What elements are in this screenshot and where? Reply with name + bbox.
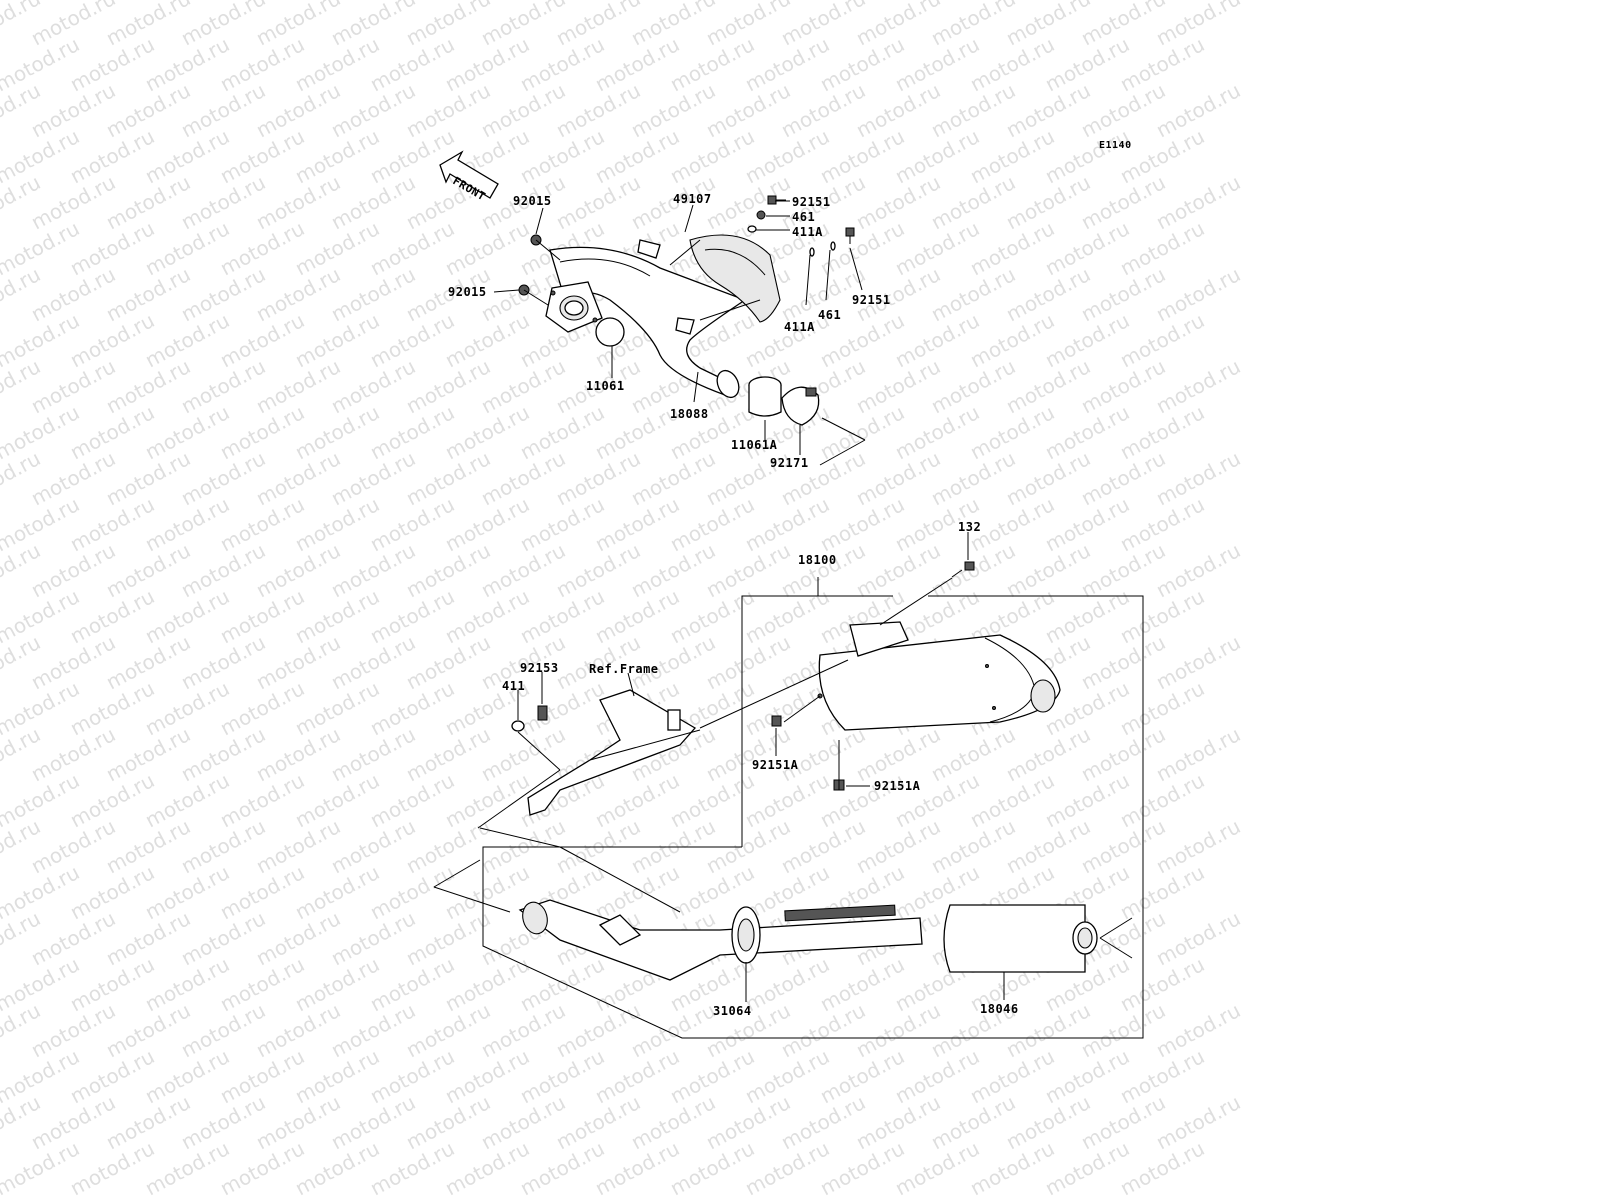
upper-leader-lines [493, 200, 866, 466]
label-ref-frame: Ref.Frame [589, 662, 659, 676]
diagram-code: E1140 [1099, 140, 1132, 151]
label-461-top: 461 [792, 210, 815, 224]
label-18088: 18088 [670, 407, 709, 421]
label-411: 411 [502, 679, 525, 693]
header-pipe-18088 [545, 239, 747, 399]
label-92015-lower: 92015 [448, 285, 487, 299]
label-92151A-lower: 92151A [874, 779, 921, 793]
label-18046: 18046 [980, 1002, 1019, 1016]
tail-pipe [518, 899, 923, 981]
label-49107: 49107 [673, 192, 712, 206]
heat-guard-49107 [689, 234, 781, 323]
bolt-92151-top [767, 195, 786, 205]
washer-411A-right [809, 247, 815, 257]
muffler-body [817, 621, 1061, 731]
label-92151-right: 92151 [852, 293, 891, 307]
label-92153: 92153 [520, 661, 559, 675]
label-92151A-left: 92151A [752, 758, 799, 772]
label-11061A: 11061A [731, 438, 778, 452]
gasket-31064 [731, 906, 761, 964]
label-411A-right: 411A [784, 320, 815, 334]
clamp-92171 [781, 386, 820, 426]
label-411A-top: 411A [792, 225, 823, 239]
bolt-92151-right [845, 227, 855, 244]
bolt-132 [951, 561, 975, 578]
lower-leader-lines [433, 532, 1133, 1002]
muffler-insert-18046 [943, 904, 1098, 973]
sleeve-11061A [748, 376, 782, 417]
assembly-box-18100 [482, 577, 1144, 1039]
label-132: 132 [958, 520, 981, 534]
label-92151-top: 92151 [792, 195, 831, 209]
watermark-layer: motod.rumotod.rumotod.rumotod.rumotod.ru… [0, 0, 1244, 1200]
label-11061: 11061 [586, 379, 625, 393]
gasket-11061 [595, 317, 625, 347]
label-18100: 18100 [798, 553, 837, 567]
washer-461-right [830, 241, 836, 251]
label-31064: 31064 [713, 1004, 752, 1018]
label-92171: 92171 [770, 456, 809, 470]
label-92015-upper: 92015 [513, 194, 552, 208]
washer-461-top [756, 210, 766, 220]
bolt-92151A-left [771, 715, 782, 727]
bolt-92153 [537, 705, 548, 721]
frame-bracket [527, 689, 701, 816]
washer-411 [511, 720, 525, 732]
label-461-right: 461 [818, 308, 841, 322]
washer-411A-top [747, 225, 757, 233]
